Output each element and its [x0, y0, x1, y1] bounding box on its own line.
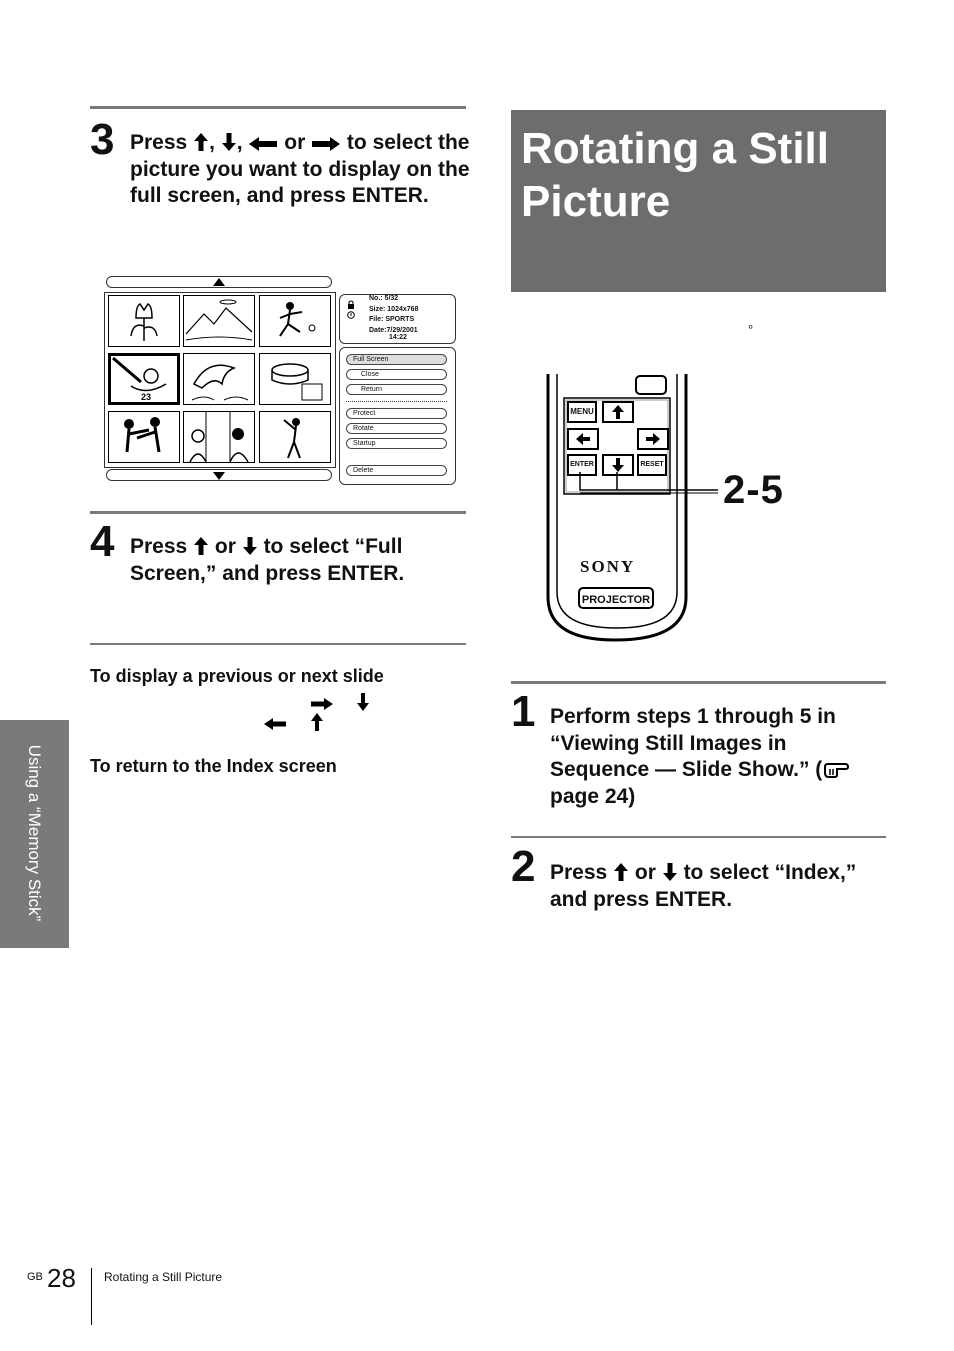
menu-protect[interactable]: Protect	[346, 408, 447, 419]
arrow-right-icon	[312, 137, 341, 151]
thumbnail-baseball-selected: 23	[108, 353, 180, 405]
menu-full-screen-label: Full Screen	[353, 356, 389, 363]
thumbnail-soccer	[259, 295, 331, 347]
step2-text: Press or to select “Index,” and press EN…	[550, 861, 857, 911]
scroll-up-bar	[106, 276, 332, 288]
arrow-left-icon	[249, 137, 278, 151]
thumbnail-boxing	[108, 411, 180, 463]
remote-left-button[interactable]	[567, 428, 599, 450]
thumbnail-cake	[259, 353, 331, 405]
info-date: Date:7/29/2001	[369, 327, 418, 334]
thumbnail-people	[183, 411, 255, 463]
arrow-left-icon	[576, 433, 590, 445]
menu-delete-label: Delete	[353, 467, 374, 474]
arrow-down-icon	[662, 863, 677, 881]
arrow-up-icon	[612, 405, 624, 419]
remote-enter-button[interactable]: ENTER	[567, 454, 597, 476]
side-tab: Using a “Memory Stick”	[0, 720, 69, 948]
remote-menu-button[interactable]: MENU	[567, 401, 597, 423]
rule-step4	[90, 511, 466, 514]
step2-number: 2	[511, 842, 536, 891]
remote-callout: 2-5	[723, 468, 784, 512]
menu-protect-label: Protect	[353, 410, 376, 417]
remote-reset-button[interactable]: RESET	[637, 454, 667, 476]
step3-text: Press , , or to select the picture you w…	[130, 131, 470, 207]
rule-step1	[511, 681, 886, 684]
step4-text: Press or to select “Full Screen,” and pr…	[130, 535, 405, 585]
side-tab-label: Using a “Memory Stick”	[25, 744, 44, 922]
remote-projector-label: PROJECTOR	[581, 594, 651, 606]
rule-notes	[90, 643, 466, 645]
thumbnail-dolphin	[183, 353, 255, 405]
info-time: 14:22	[389, 334, 407, 341]
callout-line	[579, 472, 718, 494]
arrow-right-icon	[646, 433, 660, 445]
remote-enter-label: ENTER	[570, 461, 594, 468]
menu-return-label: Return	[361, 386, 383, 393]
arrow-up-icon	[194, 537, 209, 555]
arrow-left-icon	[264, 718, 286, 730]
info-file: File: SPORTS	[369, 316, 415, 323]
menu-divider	[346, 401, 447, 402]
rule-step3	[90, 106, 466, 109]
arrow-up-icon	[194, 133, 209, 151]
remote-reset-label: RESET	[640, 461, 664, 468]
footer-region: GB	[27, 1271, 43, 1283]
remote-menu-label: MENU	[570, 407, 594, 416]
thumbnail-mountains	[183, 295, 255, 347]
prev-next-heading: To display a previous or next slide	[90, 666, 384, 686]
info-number: No.: 5/32	[369, 295, 399, 302]
arrow-down-icon	[242, 537, 257, 555]
step1-text: Perform steps 1 through 5 in “Viewing St…	[550, 704, 880, 810]
menu-startup-label: Startup	[353, 440, 376, 447]
arrow-down-icon	[357, 693, 369, 711]
degree-mark: °	[748, 322, 754, 337]
footer-page-number: 28	[47, 1263, 76, 1293]
page-title: Rotating a Still Picture	[521, 124, 829, 226]
menu-close-label: Close	[361, 371, 379, 378]
arrow-up-icon	[614, 863, 629, 881]
menu-panel	[339, 347, 456, 485]
arrow-down-icon	[612, 458, 624, 472]
triangle-up-icon	[213, 278, 225, 286]
menu-rotate-label: Rotate	[353, 425, 374, 432]
menu-rotate[interactable]: Rotate	[346, 423, 447, 434]
footer-section: Rotating a Still Picture	[104, 1270, 223, 1284]
info-panel	[339, 294, 456, 344]
step3-number: 3	[90, 115, 115, 164]
menu-delete[interactable]: Delete	[346, 465, 447, 476]
thumbnail-grid	[104, 292, 336, 468]
arrow-down-icon	[221, 133, 236, 151]
thumbnail-number: 23	[141, 392, 151, 402]
remote-brand: SONY	[580, 557, 636, 576]
arrow-up-icon	[311, 713, 323, 731]
menu-return[interactable]: Return	[346, 384, 447, 395]
thumbnail-tulip	[108, 295, 180, 347]
menu-close[interactable]: Close	[346, 369, 447, 380]
remote-illustration: MENU ENTER RESET 2-5 SONY PROJECTOR	[540, 372, 790, 647]
menu-startup[interactable]: Startup	[346, 438, 447, 449]
footer-divider	[91, 1268, 92, 1325]
title-box: Rotating a Still Picture	[511, 110, 886, 292]
scroll-down-bar	[106, 469, 332, 481]
step4-number: 4	[90, 517, 115, 566]
info-icon	[347, 311, 355, 319]
lock-icon	[348, 300, 354, 309]
remote-right-button[interactable]	[637, 428, 669, 450]
step1-number: 1	[511, 687, 536, 736]
return-index-heading: To return to the Index screen	[90, 756, 337, 776]
info-size: Size: 1024x768	[369, 306, 419, 313]
remote-projector-badge: PROJECTOR	[578, 587, 654, 609]
menu-full-screen[interactable]: Full Screen	[346, 354, 447, 365]
triangle-down-icon	[213, 472, 225, 480]
arrow-right-icon	[311, 698, 333, 710]
rule-step2	[511, 836, 886, 838]
remote-up-button[interactable]	[602, 401, 634, 423]
pointing-hand-icon	[824, 763, 850, 778]
thumbnail-golf	[259, 411, 331, 463]
remote-down-button[interactable]	[602, 454, 634, 476]
